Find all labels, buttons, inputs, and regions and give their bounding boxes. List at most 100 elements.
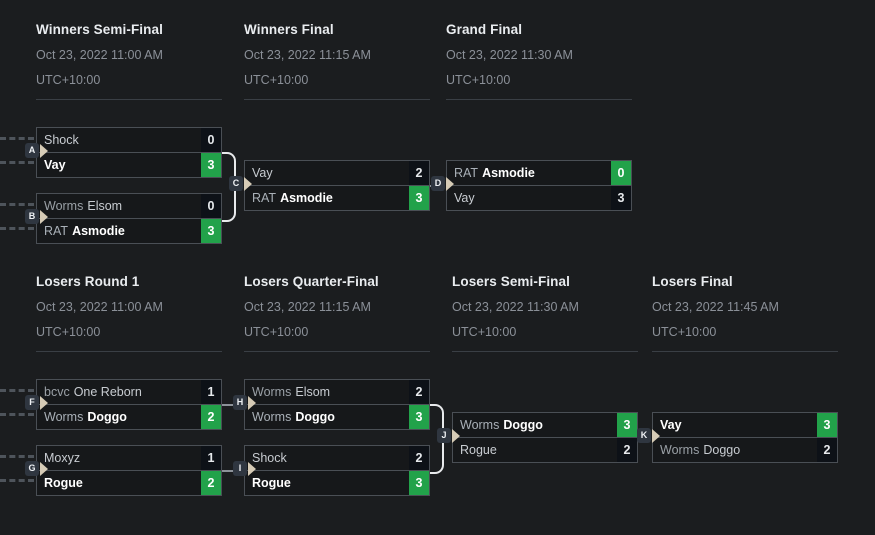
participant-name: Vay — [653, 413, 817, 437]
team-prefix: bcvc — [44, 385, 70, 399]
match-badge-a[interactable]: A — [25, 143, 48, 158]
participant-score: 3 — [201, 153, 221, 177]
participant-row[interactable]: Rogue 2 — [453, 438, 637, 462]
participant-name: Shock — [245, 446, 409, 470]
match-badge-i[interactable]: I — [233, 461, 256, 476]
match-badge-d[interactable]: D — [431, 176, 454, 191]
round-divider — [36, 99, 222, 100]
player-name: Vay — [454, 191, 475, 205]
player-name: Doggo — [295, 410, 335, 424]
round-date: Oct 23, 2022 11:45 AM — [652, 300, 779, 314]
match-badge-f[interactable]: F — [25, 395, 48, 410]
participant-score: 3 — [201, 219, 221, 243]
team-prefix: Worms — [252, 385, 292, 399]
match-feed-arrow-icon — [248, 461, 256, 476]
team-prefix: Worms — [252, 410, 292, 424]
team-prefix: Worms — [44, 199, 84, 213]
match-badge-j[interactable]: J — [437, 428, 460, 443]
match-badge-letter: D — [431, 176, 445, 191]
round-divider — [244, 99, 430, 100]
participant-score: 2 — [409, 380, 429, 404]
round-divider — [446, 99, 632, 100]
participant-score: 3 — [409, 405, 429, 429]
participant-score: 2 — [201, 405, 221, 429]
participant-name: Vay — [447, 186, 611, 210]
round-title: Winners Semi-Final — [36, 22, 163, 37]
round-divider — [36, 351, 222, 352]
participant-score: 3 — [817, 413, 837, 437]
round-title: Losers Final — [652, 274, 733, 289]
participant-score: 2 — [409, 161, 429, 185]
round-timezone: UTC+10:00 — [36, 325, 101, 339]
feeder-stub — [0, 203, 34, 206]
participant-score: 3 — [617, 413, 637, 437]
feeder-stub — [0, 413, 34, 416]
match-badge-letter: G — [25, 461, 39, 476]
team-prefix: Worms — [660, 443, 700, 457]
round-date: Oct 23, 2022 11:00 AM — [36, 300, 163, 314]
match-feed-arrow-icon — [248, 395, 256, 410]
round-divider — [452, 351, 638, 352]
team-prefix: Worms — [460, 418, 500, 432]
round-date: Oct 23, 2022 11:30 AM — [446, 48, 573, 62]
match-badge-k[interactable]: K — [637, 428, 660, 443]
participant-score: 2 — [817, 438, 837, 462]
round-date: Oct 23, 2022 11:15 AM — [244, 48, 371, 62]
match-badge-h[interactable]: H — [233, 395, 256, 410]
feeder-stub — [0, 455, 34, 458]
match-feed-arrow-icon — [40, 143, 48, 158]
round-title: Grand Final — [446, 22, 523, 37]
match-badge-letter: H — [233, 395, 247, 410]
match-badge-c[interactable]: C — [229, 176, 252, 191]
participant-score: 2 — [201, 471, 221, 495]
participant-name: Rogue — [453, 438, 617, 462]
round-timezone: UTC+10:00 — [244, 73, 309, 87]
player-name: Rogue — [460, 443, 497, 457]
match-feed-arrow-icon — [652, 428, 660, 443]
participant-score: 1 — [201, 380, 221, 404]
round-timezone: UTC+10:00 — [446, 73, 511, 87]
participant-score: 2 — [617, 438, 637, 462]
match-badge-g[interactable]: G — [25, 461, 48, 476]
match-badge-b[interactable]: B — [25, 209, 48, 224]
player-name: Doggo — [503, 418, 543, 432]
player-name: Elsom — [295, 385, 331, 399]
